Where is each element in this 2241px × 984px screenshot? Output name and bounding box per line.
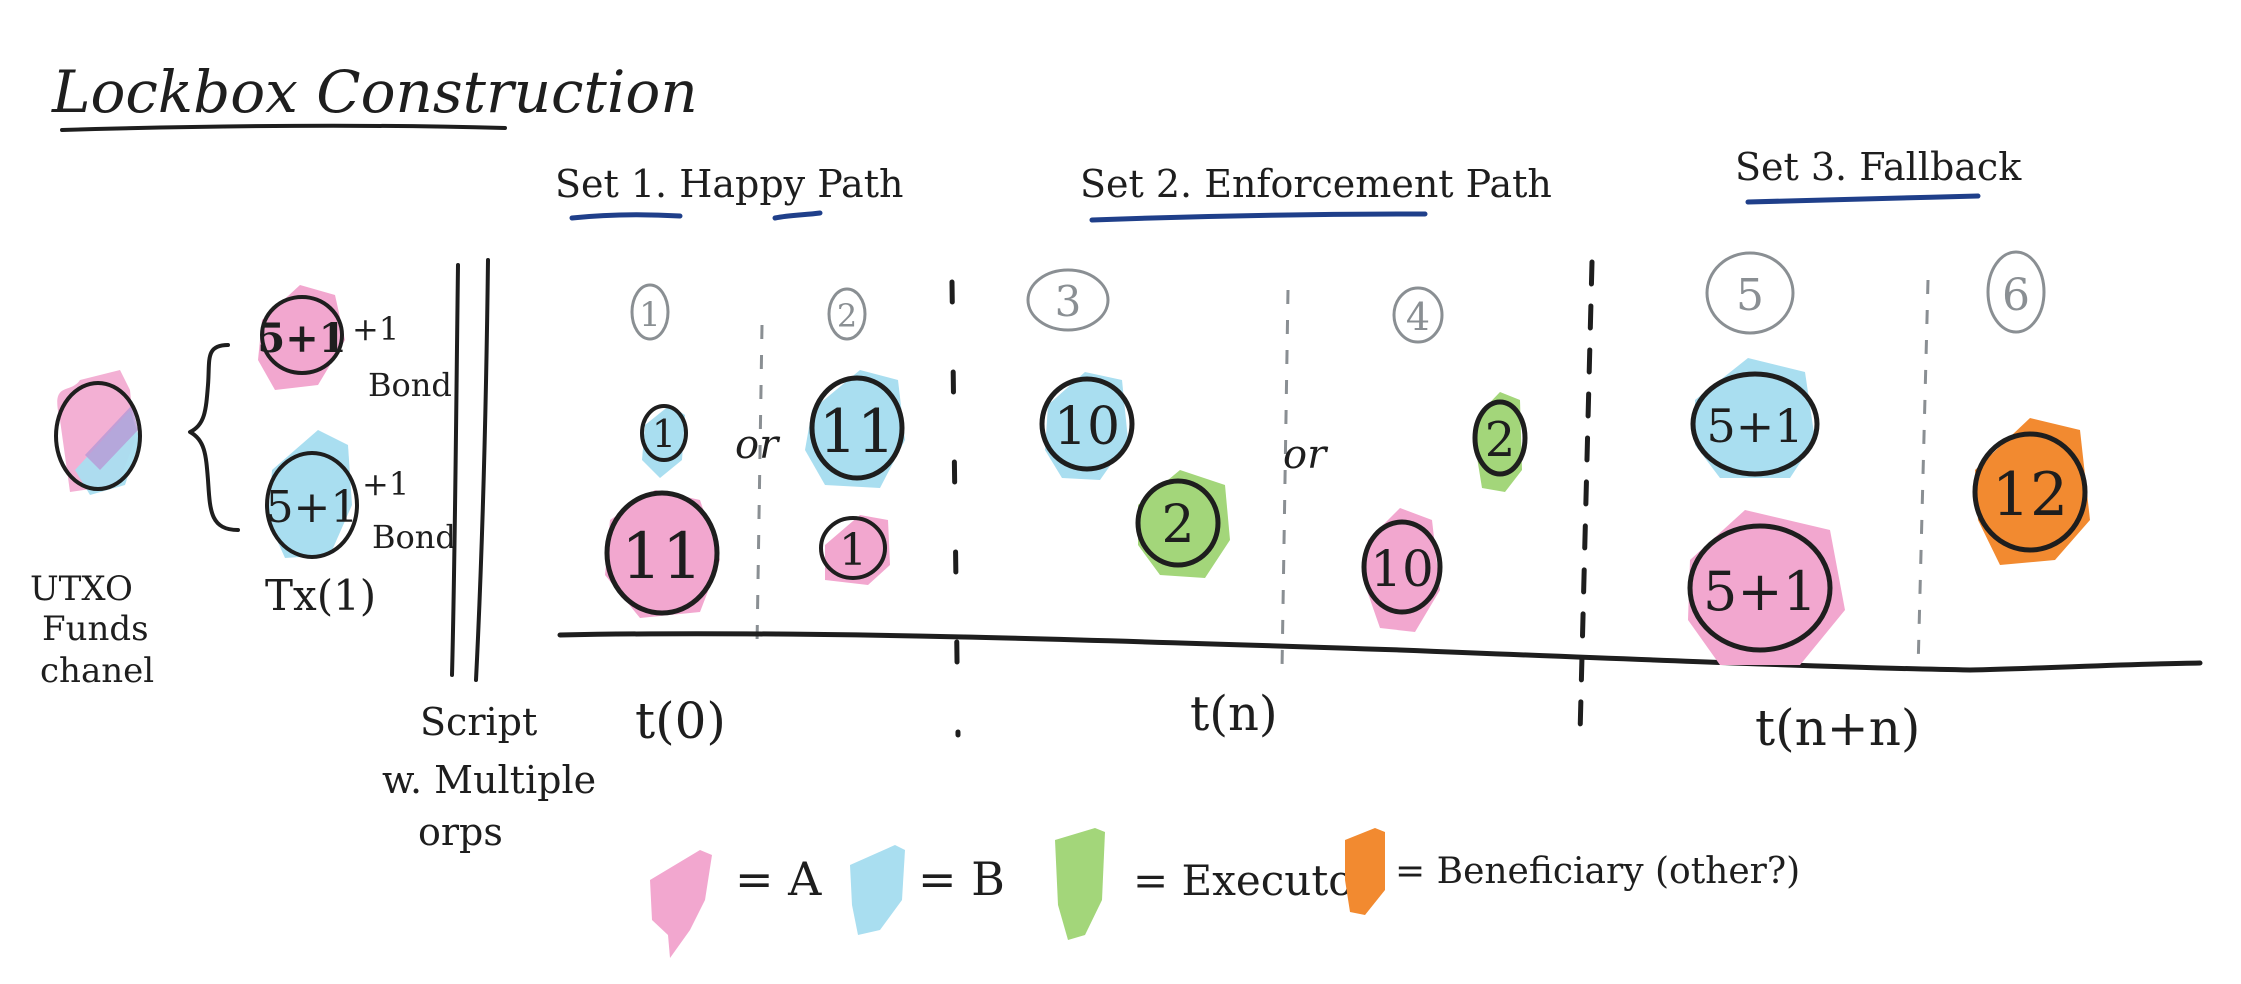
separator-set2-set3 — [1577, 259, 1595, 738]
separator-5-6 — [1916, 279, 1930, 671]
svg-text:1: 1 — [639, 295, 661, 335]
svg-text:1: 1 — [839, 525, 867, 576]
svg-text:2: 2 — [1161, 495, 1194, 555]
tx-lower-node — [265, 430, 359, 559]
legend-a: = A — [650, 850, 822, 958]
svg-text:11: 11 — [621, 520, 702, 594]
svg-text:11: 11 — [819, 397, 895, 467]
or-word-2: or — [1283, 432, 1329, 478]
node-s2-b: 11 — [805, 370, 905, 488]
section-title-2: Set 2. Enforcement Path — [1080, 162, 1552, 206]
node-s5-a: 5+1 — [1687, 510, 1845, 665]
svg-text:10: 10 — [1054, 397, 1120, 457]
legend-swatch-beneficiary — [1345, 828, 1385, 915]
tx-upper-suffix-1: +1 — [352, 310, 399, 348]
legend-label-beneficiary: = Beneficiary (other?) — [1395, 851, 1800, 892]
legend-swatch-a — [650, 850, 712, 958]
step-1: 1 — [630, 283, 670, 341]
legend-beneficiary: = Beneficiary (other?) — [1345, 828, 1800, 915]
title-underline — [60, 123, 507, 132]
tx-label: Tx(1) — [265, 571, 376, 620]
or-word-1: or — [735, 422, 781, 468]
time-label-t0: t(0) — [635, 692, 726, 750]
node-s3-e: 2 — [1135, 470, 1230, 578]
time-label-tn: t(n) — [1190, 686, 1278, 742]
node-s6-bf: 12 — [1972, 418, 2090, 565]
separator-3-4 — [1280, 289, 1290, 671]
svg-text:12: 12 — [1992, 460, 2068, 530]
node-s4-a: 10 — [1361, 508, 1443, 632]
node-s1-b: 1 — [640, 404, 688, 478]
script-label-line-2: w. Multiple — [382, 758, 596, 802]
node-s5-b: 5+1 — [1690, 358, 1820, 478]
svg-text:5: 5 — [1736, 270, 1764, 321]
section-underline-3 — [1745, 193, 1981, 205]
utxo-label-line-2: Funds — [42, 609, 149, 649]
svg-text:2: 2 — [1485, 412, 1516, 468]
script-label-line-3: orps — [418, 810, 503, 854]
tx-lower-suffix-1: +1 — [362, 465, 409, 503]
separator-2-3 — [949, 279, 961, 738]
step-3: 3 — [1026, 268, 1110, 332]
svg-text:6: 6 — [2002, 270, 2030, 321]
legend-b: = B — [850, 845, 1005, 935]
node-s4-e: 2 — [1472, 392, 1528, 492]
section-underline-1a — [569, 212, 683, 221]
node-s3-b: 10 — [1039, 372, 1135, 480]
page-title: Lockbox Construction — [51, 58, 698, 126]
brace — [188, 343, 240, 532]
utxo-label-line-3: chanel — [40, 651, 154, 691]
step-2: 2 — [827, 287, 867, 341]
script-label-line-1: Script — [420, 700, 537, 744]
tx-upper-value: 5+1 — [257, 315, 346, 362]
utxo-node — [54, 370, 142, 495]
step-6: 6 — [1986, 250, 2046, 334]
legend-swatch-executor — [1055, 828, 1105, 940]
svg-text:4: 4 — [1406, 295, 1430, 339]
section-underline-2 — [1089, 211, 1428, 223]
timeline — [557, 631, 2203, 673]
tx-upper-node — [258, 285, 345, 390]
section-title-1: Set 1. Happy Path — [555, 162, 903, 206]
tx-lower-value: 5+1 — [266, 482, 359, 533]
legend-label-a: = A — [735, 852, 822, 906]
svg-text:1: 1 — [652, 412, 676, 456]
legend-swatch-b — [850, 845, 905, 935]
legend-label-b: = B — [918, 852, 1005, 906]
script-line-right — [474, 258, 490, 682]
section-title-3: Set 3. Fallback — [1735, 145, 2022, 189]
section-underline-1b — [772, 210, 823, 221]
script-line-left — [450, 263, 460, 677]
svg-text:2: 2 — [837, 297, 857, 335]
tx-lower-suffix-2: Bond — [372, 518, 456, 556]
time-label-tnn: t(n+n) — [1755, 699, 1920, 757]
utxo-label-line-1: UTXO — [30, 569, 133, 609]
svg-text:3: 3 — [1055, 277, 1082, 326]
tx-upper-suffix-2: Bond — [368, 366, 452, 404]
legend-label-executor: = Executor — [1133, 856, 1374, 905]
step-5: 5 — [1705, 251, 1795, 335]
svg-text:5+1: 5+1 — [1703, 560, 1817, 623]
svg-text:5+1: 5+1 — [1706, 399, 1803, 453]
svg-text:10: 10 — [1370, 540, 1434, 598]
separator-1-2 — [755, 324, 764, 646]
legend-executor: = Executor — [1055, 828, 1374, 940]
node-s1-a: 11 — [604, 490, 720, 618]
node-s2-a: 1 — [819, 515, 890, 585]
step-4: 4 — [1392, 286, 1444, 344]
